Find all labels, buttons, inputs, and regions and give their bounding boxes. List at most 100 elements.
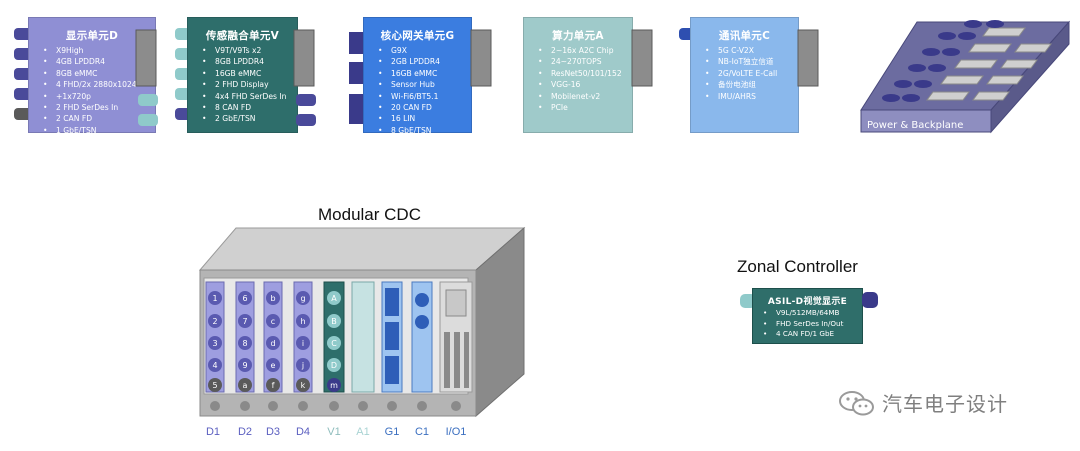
backplane-graphic: Power & Backplane bbox=[860, 20, 1071, 134]
list-item: Wi-Fi6/BT5.1 bbox=[378, 91, 471, 103]
slot-button-d2 bbox=[238, 378, 252, 392]
slot-button-label: i bbox=[302, 339, 304, 348]
list-item: G9X bbox=[378, 45, 471, 57]
list-item: 4x4 FHD SerDes In bbox=[202, 91, 297, 103]
list-item: 8 GbE/TSN bbox=[378, 125, 471, 137]
unit-g-side-connector bbox=[470, 29, 492, 87]
unit-g-box: 核心网关单元G G9X 2GB LPDDR4 16GB eMMC Sensor … bbox=[363, 17, 472, 137]
list-item: FHD SerDes In/Out bbox=[763, 319, 862, 330]
unit-c-spec-list: 5G C-V2X NB-IoT独立信道 2G/VoLTE E-Call 备份电池… bbox=[691, 45, 798, 102]
list-item: Sensor Hub bbox=[378, 79, 471, 91]
list-item: 24~270TOPS bbox=[538, 56, 632, 68]
list-item: PCIe bbox=[538, 102, 632, 114]
slot-button-label: f bbox=[272, 381, 275, 390]
slot-button-d4 bbox=[296, 358, 310, 372]
slot-button-label: 4 bbox=[212, 361, 217, 370]
slot-button-label: C bbox=[331, 339, 337, 348]
slot-button-d1 bbox=[208, 336, 222, 350]
slot-button-d4 bbox=[296, 291, 310, 305]
list-item: 2 GbE/TSN bbox=[202, 113, 297, 125]
list-item: NB-IoT独立信道 bbox=[705, 56, 798, 68]
slot-button-d1 bbox=[208, 314, 222, 328]
unit-g-title: 核心网关单元G bbox=[380, 30, 455, 42]
slot-button-d1 bbox=[208, 291, 222, 305]
unit-v-spec-list: V9T/V9Ts x2 8GB LPDDR4 16GB eMMC 2 FHD D… bbox=[188, 45, 297, 125]
cdc-title: Modular CDC bbox=[318, 205, 421, 224]
slot-button-d2 bbox=[238, 314, 252, 328]
list-item: 8 CAN FD bbox=[202, 102, 297, 114]
list-item: 4 CAN FD/1 GbE bbox=[763, 329, 862, 340]
unit-c-side-connector bbox=[797, 29, 819, 87]
slot-button-label: 1 bbox=[212, 294, 217, 303]
watermark: 汽车电子设计 bbox=[838, 388, 1008, 417]
list-item: 4GB LPDDR4 bbox=[43, 56, 155, 68]
slot-button-label: D bbox=[331, 361, 337, 370]
slot-label-a1: A1 bbox=[356, 426, 370, 438]
slot-button-label: 2 bbox=[212, 317, 217, 326]
slot-label-v1: V1 bbox=[327, 426, 341, 438]
zonal-unit-box: ASIL-D视觉显示E V9L/512MB/64MB FHD SerDes In… bbox=[752, 288, 863, 344]
wechat-icon bbox=[839, 390, 874, 415]
slot-button-label: j bbox=[301, 361, 304, 370]
list-item: X9High bbox=[43, 45, 155, 57]
list-item: 2G/VoLTE E-Call bbox=[705, 68, 798, 80]
slot-button-d1 bbox=[208, 358, 222, 372]
slot-label-g1: G1 bbox=[384, 426, 400, 438]
list-item: 2 FHD Display bbox=[202, 79, 297, 91]
unit-v-title: 传感融合单元V bbox=[205, 30, 280, 42]
slot-button-label: 3 bbox=[212, 339, 217, 348]
slot-button-label: h bbox=[300, 317, 305, 326]
slot-button-d2 bbox=[238, 358, 252, 372]
unit-a-spec-list: 2~16x A2C Chip 24~270TOPS ResNet50/101/1… bbox=[524, 45, 632, 114]
list-item: VGG-16 bbox=[538, 79, 632, 91]
unit-v-box: 传感融合单元V V9T/V9Ts x2 8GB LPDDR4 16GB eMMC… bbox=[187, 17, 298, 133]
slot-button-label: A bbox=[331, 294, 337, 303]
unit-v-side-connectors bbox=[293, 29, 316, 126]
slot-button-label: g bbox=[300, 294, 305, 303]
zonal-unit-title: ASIL-D视觉显示E bbox=[767, 297, 848, 307]
slot-button-label: 6 bbox=[242, 294, 247, 303]
slot-button-d1 bbox=[208, 378, 222, 392]
slot-button-label: m bbox=[330, 381, 338, 390]
list-item: V9T/V9Ts x2 bbox=[202, 45, 297, 57]
slot-button-v1 bbox=[327, 378, 341, 392]
unit-c-title: 通讯单元C bbox=[718, 30, 771, 42]
slot-button-d3 bbox=[266, 358, 280, 372]
unit-g-connectors bbox=[349, 32, 365, 124]
unit-a-title: 算力单元A bbox=[552, 30, 604, 42]
slot-button-label: B bbox=[331, 317, 337, 326]
list-item: +1x720p bbox=[43, 91, 155, 103]
zonal-controller-title: Zonal Controller bbox=[737, 257, 858, 276]
slot-button-d2 bbox=[238, 291, 252, 305]
unit-g-spec-list: G9X 2GB LPDDR4 16GB eMMC Sensor Hub Wi-F… bbox=[364, 45, 471, 137]
backplane-label: Power & Backplane bbox=[867, 120, 963, 131]
unit-a-box: 算力单元A 2~16x A2C Chip 24~270TOPS ResNet50… bbox=[523, 17, 633, 133]
slot-button-d3 bbox=[266, 314, 280, 328]
slot-label-io1: I/O1 bbox=[445, 426, 467, 438]
list-item: 1 GbE/TSN bbox=[43, 125, 155, 137]
unit-d-spec-list: X9High 4GB LPDDR4 8GB eMMC 4 FHD/2x 2880… bbox=[29, 45, 155, 137]
slot-label-d4: D4 bbox=[295, 426, 311, 438]
list-item: 16 LIN bbox=[378, 113, 471, 125]
slot-label-d1: D1 bbox=[205, 426, 221, 438]
slot-button-label: b bbox=[270, 294, 275, 303]
slot-button-d3 bbox=[266, 291, 280, 305]
slot-button-d4 bbox=[296, 378, 310, 392]
zonal-unit-spec-list: V9L/512MB/64MB FHD SerDes In/Out 4 CAN F… bbox=[753, 308, 862, 340]
slot-button-label: 9 bbox=[242, 361, 247, 370]
slot-button-v1 bbox=[327, 336, 341, 350]
list-item: ResNet50/101/152 bbox=[538, 68, 632, 80]
slot-button-label: 5 bbox=[212, 381, 217, 390]
list-item: 2 FHD SerDes In bbox=[43, 102, 155, 114]
slot-button-label: e bbox=[271, 361, 276, 370]
slot-button-label: d bbox=[270, 339, 275, 348]
slot-button-d4 bbox=[296, 336, 310, 350]
unit-d-box: 显示单元D X9High 4GB LPDDR4 8GB eMMC 4 FHD/2… bbox=[28, 17, 156, 137]
list-item: 2GB LPDDR4 bbox=[378, 56, 471, 68]
slot-button-d2 bbox=[238, 336, 252, 350]
slot-button-v1 bbox=[327, 314, 341, 328]
list-item: Mobilenet-v2 bbox=[538, 91, 632, 103]
zonal-right-connector bbox=[862, 292, 878, 308]
list-item: 8GB eMMC bbox=[43, 68, 155, 80]
